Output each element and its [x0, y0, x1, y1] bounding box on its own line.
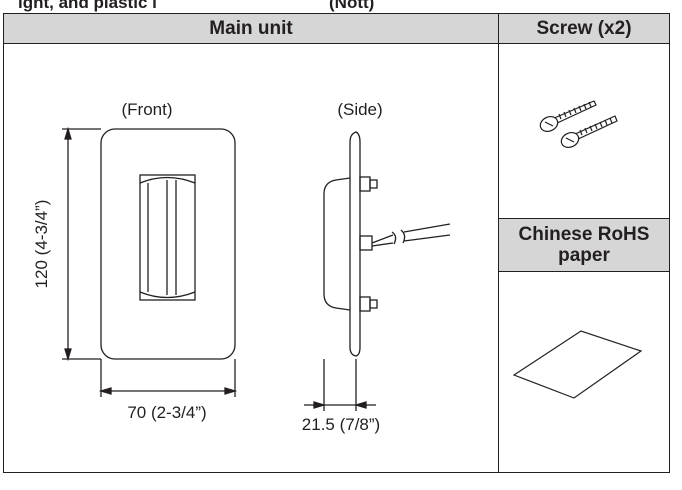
package-contents-table: Main unit Screw (x2)	[3, 13, 670, 473]
rohs-paper-drawing	[512, 330, 643, 399]
cropped-heading-part: ight, and plastic l	[18, 0, 157, 12]
main-unit-drawing: (Front) (Side) 70 (2-3/4”) 21.5 (7/8”) 1…	[32, 100, 451, 434]
main-unit-header: Main unit	[3, 13, 499, 44]
width-dimension: 70 (2-3/4”)	[127, 403, 206, 422]
rohs-cell	[498, 271, 670, 473]
side-view-body	[323, 177, 351, 311]
cropped-heading: ight, and plastic l (Nott)	[0, 0, 682, 12]
side-view-plate	[349, 131, 361, 357]
screw-header: Screw (x2)	[498, 13, 670, 44]
screw-icon	[539, 100, 597, 132]
depth-dimension: 21.5 (7/8”)	[302, 415, 380, 434]
screw-drawing	[539, 100, 618, 148]
front-view-opening	[139, 174, 196, 301]
height-dimension: 120 (4-3/4”)	[32, 200, 51, 289]
cropped-heading-part: (Nott)	[329, 0, 375, 12]
main-unit-cell: (Front) (Side) 70 (2-3/4”) 21.5 (7/8”) 1…	[3, 43, 499, 473]
side-label: (Side)	[337, 100, 382, 119]
front-label: (Front)	[122, 100, 173, 119]
front-view-plate	[100, 128, 236, 360]
screw-icon	[560, 115, 618, 148]
rohs-header: Chinese RoHS paper	[498, 218, 670, 272]
screw-cell	[498, 43, 670, 219]
paper-icon	[512, 330, 643, 399]
